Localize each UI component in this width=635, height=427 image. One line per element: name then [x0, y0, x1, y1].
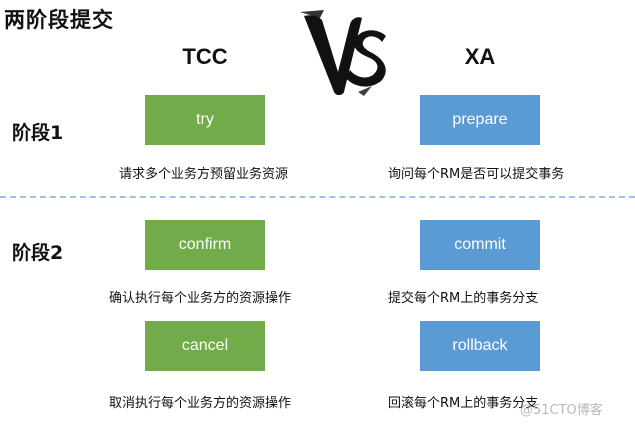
tcc-try-box: try	[145, 95, 265, 145]
xa-commit-box: commit	[420, 220, 540, 270]
tcc-try-label: try	[196, 111, 214, 128]
tcc-cancel-label: cancel	[181, 337, 229, 354]
stage-2-label: 阶段2	[12, 242, 64, 264]
xa-prepare-label: prepare	[452, 111, 508, 128]
stage-divider	[0, 196, 635, 198]
tcc-confirm-description: 确认执行每个业务方的资源操作	[109, 291, 292, 306]
xa-rollback-box: rollback	[420, 321, 540, 371]
tcc-try-description: 请求多个业务方预留业务资源	[119, 167, 289, 182]
xa-rollback-description: 回滚每个RM上的事务分支	[388, 396, 539, 411]
vs-brush-logo	[300, 10, 386, 96]
xa-commit-label: commit	[454, 236, 506, 253]
page-title: 两阶段提交	[4, 8, 114, 32]
xa-prepare-box: prepare	[420, 95, 540, 145]
tcc-confirm-label: confirm	[178, 236, 232, 253]
xa-commit-description: 提交每个RM上的事务分支	[388, 291, 539, 306]
tcc-cancel-description: 取消执行每个业务方的资源操作	[109, 396, 292, 411]
xa-column-header: XA	[464, 44, 496, 69]
stage-1-label: 阶段1	[12, 122, 64, 144]
tcc-cancel-box: cancel	[145, 321, 265, 371]
xa-prepare-description: 询问每个RM是否可以提交事务	[388, 167, 565, 182]
tcc-confirm-box: confirm	[145, 220, 265, 270]
tcc-column-header: TCC	[182, 44, 228, 69]
xa-rollback-label: rollback	[452, 337, 508, 354]
watermark: @51CTO博客	[520, 403, 603, 418]
